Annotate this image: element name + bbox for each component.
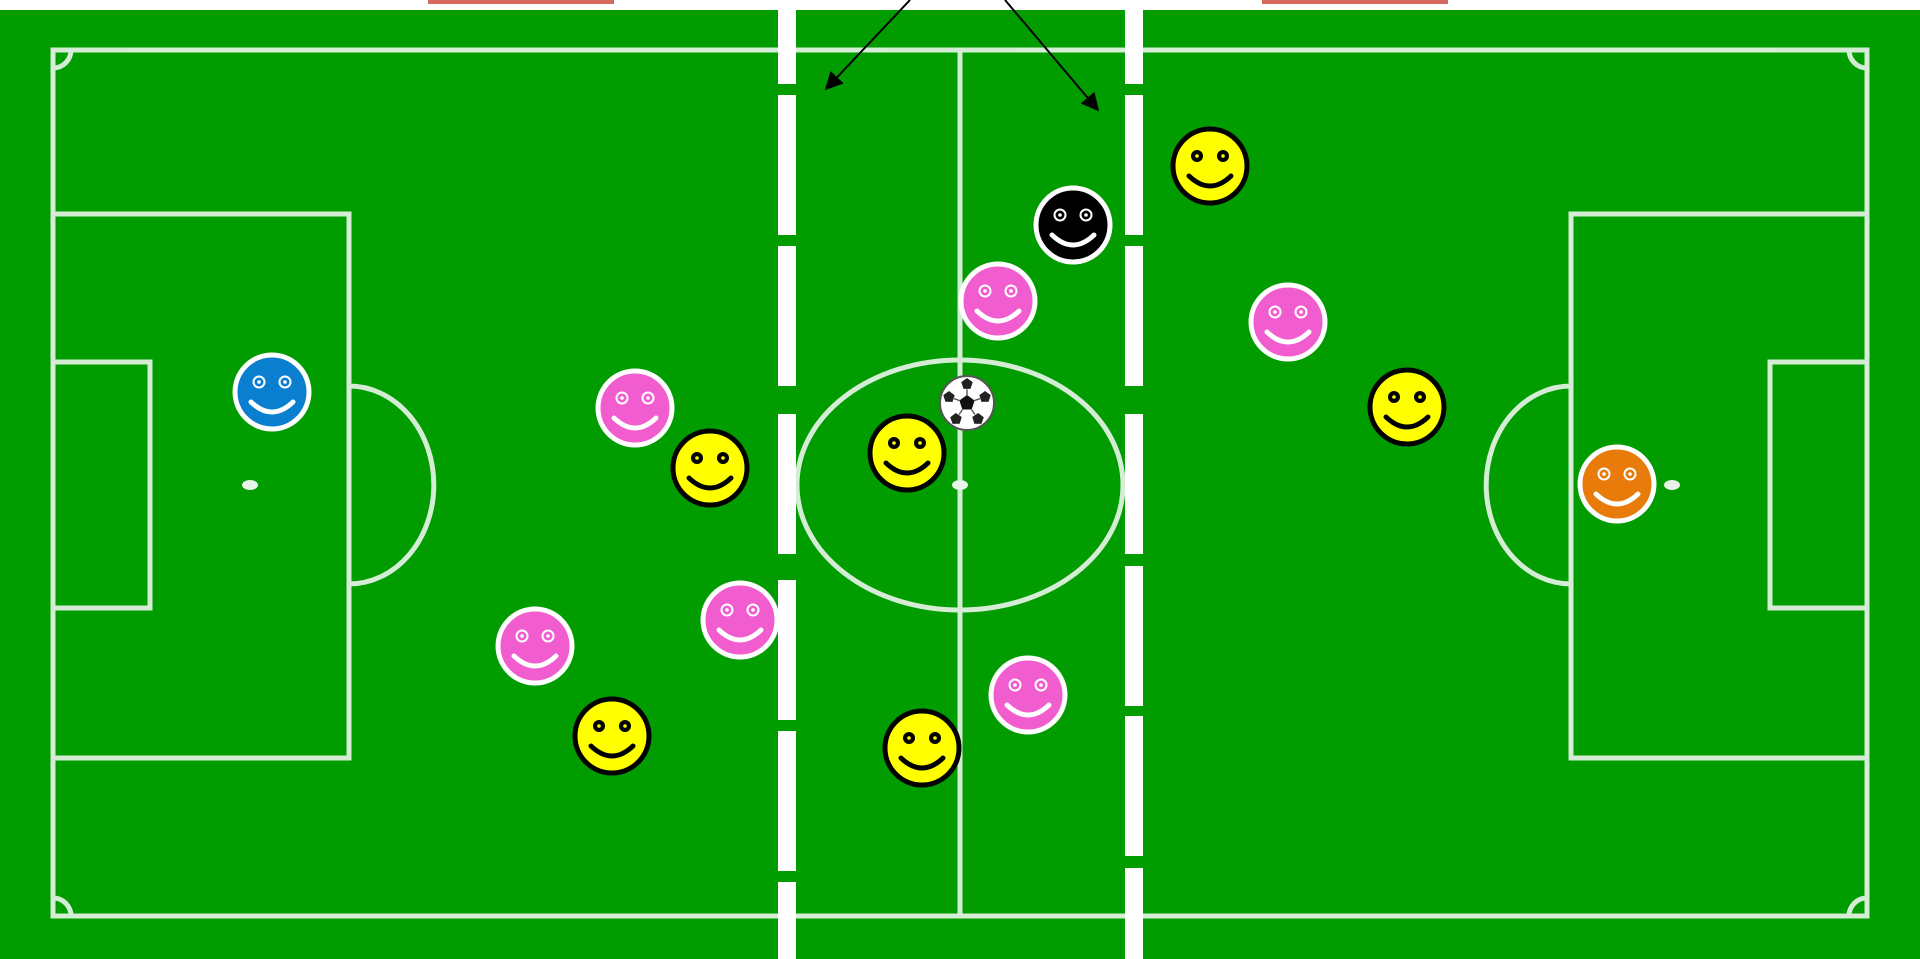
player-pink-4-icon xyxy=(703,583,777,657)
player-pupil xyxy=(520,634,524,638)
player-yellow-4-icon xyxy=(1370,370,1444,444)
player-pink-5-icon xyxy=(498,609,572,683)
player-face xyxy=(1173,129,1247,203)
player-goalkeeper-left-icon xyxy=(235,355,309,429)
player-pupil xyxy=(546,634,550,638)
player-pupil xyxy=(620,396,624,400)
player-pupil xyxy=(283,380,287,384)
zone-divider-right xyxy=(1125,0,1143,959)
player-face xyxy=(1251,285,1325,359)
player-face xyxy=(498,609,572,683)
player-pupil xyxy=(1392,395,1396,399)
player-pupil xyxy=(257,380,261,384)
player-pupil xyxy=(1418,395,1422,399)
player-pupil xyxy=(933,736,937,740)
player-pupil xyxy=(1039,683,1043,687)
player-pupil xyxy=(597,724,601,728)
player-yellow-6-icon xyxy=(885,711,959,785)
player-pupil xyxy=(1273,310,1277,314)
player-pink-2-icon xyxy=(598,371,672,445)
player-pupil xyxy=(725,608,729,612)
player-face xyxy=(1036,188,1110,262)
player-face xyxy=(703,583,777,657)
player-black-player-icon xyxy=(1036,188,1110,262)
player-pupil xyxy=(1058,213,1062,217)
player-pupil xyxy=(695,456,699,460)
player-pupil xyxy=(1602,472,1606,476)
player-yellow-2-icon xyxy=(673,431,747,505)
player-pupil xyxy=(646,396,650,400)
player-face xyxy=(1580,447,1654,521)
player-pink-3-icon xyxy=(1251,285,1325,359)
player-pupil xyxy=(918,441,922,445)
player-pupil xyxy=(983,289,987,293)
player-yellow-3-icon xyxy=(870,416,944,490)
player-pupil xyxy=(892,441,896,445)
player-pupil xyxy=(1009,289,1013,293)
player-pupil xyxy=(623,724,627,728)
player-face xyxy=(673,431,747,505)
player-pupil xyxy=(1084,213,1088,217)
zone-divider-left xyxy=(778,0,796,959)
banner-right xyxy=(1262,0,1448,4)
banner-left xyxy=(428,0,614,4)
centre-spot xyxy=(952,480,968,490)
player-pupil xyxy=(907,736,911,740)
player-yellow-1-icon xyxy=(1173,129,1247,203)
ball-layer xyxy=(940,376,994,430)
player-pupil xyxy=(1299,310,1303,314)
player-pupil xyxy=(1221,154,1225,158)
player-face xyxy=(598,371,672,445)
player-yellow-5-icon xyxy=(575,699,649,773)
player-face xyxy=(870,416,944,490)
player-face xyxy=(1370,370,1444,444)
player-pupil xyxy=(1628,472,1632,476)
player-pupil xyxy=(1195,154,1199,158)
player-face xyxy=(885,711,959,785)
player-pupil xyxy=(721,456,725,460)
soccer-ball-icon xyxy=(940,376,994,430)
player-pink-1-icon xyxy=(961,264,1035,338)
player-pink-6-icon xyxy=(991,658,1065,732)
player-pupil xyxy=(1013,683,1017,687)
player-face xyxy=(575,699,649,773)
player-face xyxy=(235,355,309,429)
penalty-spot-right xyxy=(1664,480,1680,490)
player-pupil xyxy=(751,608,755,612)
penalty-spot-left xyxy=(242,480,258,490)
player-face xyxy=(991,658,1065,732)
player-face xyxy=(961,264,1035,338)
player-goalkeeper-right-icon xyxy=(1580,447,1654,521)
